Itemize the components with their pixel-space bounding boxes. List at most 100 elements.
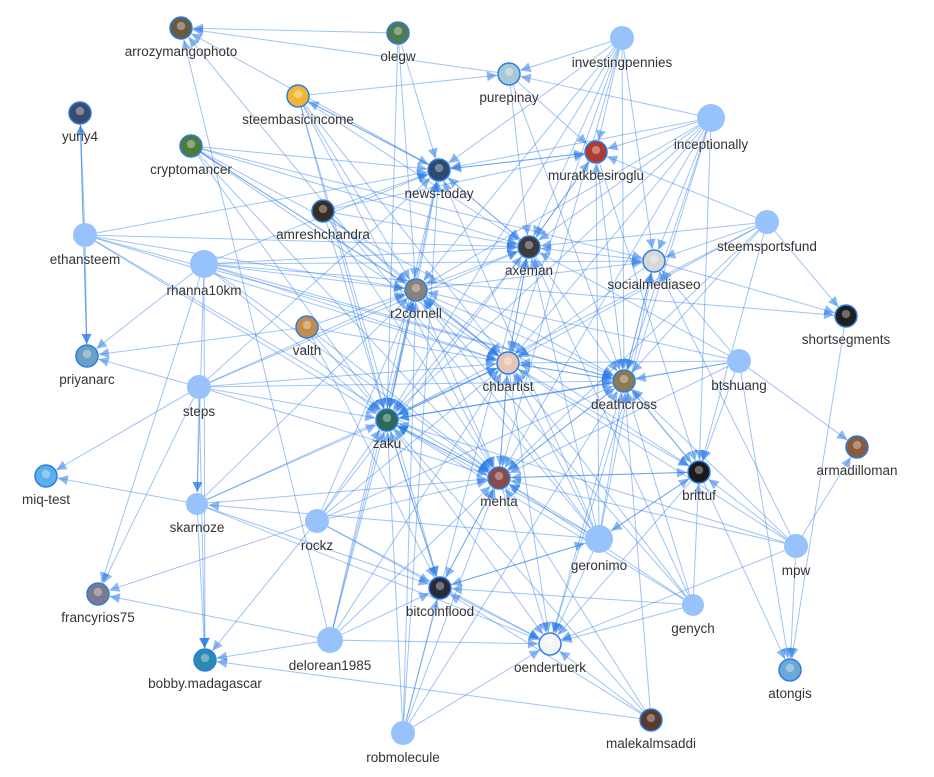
edge-olegw-to-r2cornell	[398, 43, 420, 279]
node-oendertuerk[interactable]	[538, 632, 562, 656]
avatar-image[interactable]	[642, 249, 666, 273]
node-r2cornell[interactable]	[404, 278, 428, 302]
avatar-image[interactable]	[538, 632, 562, 656]
node-circle[interactable]	[755, 210, 779, 234]
node-delorean1985[interactable]	[317, 627, 343, 653]
avatar-image[interactable]	[517, 235, 541, 259]
node-chbartist[interactable]	[496, 351, 520, 375]
avatar-image[interactable]	[375, 408, 399, 432]
avatar-image[interactable]	[427, 158, 451, 182]
avatar-image[interactable]	[487, 466, 511, 490]
avatar-image[interactable]	[584, 140, 608, 164]
avatar-image[interactable]	[286, 84, 310, 108]
avatar-image[interactable]	[496, 351, 520, 375]
edge-delorean1985-to-francyrios75	[109, 593, 318, 638]
edge-geronimo-to-skarnoze	[208, 500, 586, 539]
node-circle[interactable]	[73, 223, 97, 247]
node-shortsegments[interactable]	[834, 304, 858, 328]
node-deathcross[interactable]	[612, 369, 636, 393]
edge-genych-to-deathcross	[625, 392, 691, 595]
avatar-image[interactable]	[34, 464, 58, 488]
edge-genych-to-oendertuerk	[561, 607, 683, 644]
edge-malekalmsaddi-to-deathcross	[620, 392, 651, 710]
avatar-image[interactable]	[75, 344, 99, 368]
node-mpw[interactable]	[784, 534, 808, 558]
node-purepinay[interactable]	[497, 62, 521, 86]
avatar-image[interactable]	[86, 582, 110, 606]
avatar-image[interactable]	[179, 134, 203, 158]
node-miq-test[interactable]	[34, 464, 58, 488]
edge-steembasicincome-to-chbartist	[304, 104, 501, 354]
edge-steemsportsfund-to-deathcross	[631, 230, 760, 373]
edge-amreshchandra-to-zaku	[325, 221, 386, 409]
edge-ethansteem-to-news-today	[96, 169, 428, 234]
node-circle[interactable]	[305, 509, 329, 533]
node-genych[interactable]	[682, 594, 704, 616]
node-rhanna10km[interactable]	[190, 250, 218, 278]
node-circle[interactable]	[682, 594, 704, 616]
node-mehta[interactable]	[487, 466, 511, 490]
node-circle[interactable]	[186, 493, 208, 515]
avatar-image[interactable]	[639, 708, 663, 732]
node-steemsportsfund[interactable]	[755, 210, 779, 234]
avatar-image[interactable]	[169, 16, 193, 40]
edge-genych-to-zaku	[397, 425, 684, 600]
node-steembasicincome[interactable]	[286, 84, 310, 108]
node-cryptomancer[interactable]	[179, 134, 203, 158]
node-olegw[interactable]	[386, 21, 410, 45]
node-btshuang[interactable]	[727, 349, 751, 373]
node-armadilloman[interactable]	[845, 435, 869, 459]
node-circle[interactable]	[585, 525, 613, 553]
node-brittuf[interactable]	[687, 460, 711, 484]
node-circle[interactable]	[187, 375, 211, 399]
node-francyrios75[interactable]	[86, 582, 110, 606]
node-yuriy4[interactable]	[68, 101, 92, 125]
node-rockz[interactable]	[305, 509, 329, 533]
node-inceptionally[interactable]	[697, 104, 725, 132]
avatar-image[interactable]	[845, 435, 869, 459]
avatar-head-icon	[318, 204, 328, 214]
node-amreshchandra[interactable]	[311, 199, 335, 223]
node-circle[interactable]	[317, 627, 343, 653]
node-priyanarc[interactable]	[75, 344, 99, 368]
node-news-today[interactable]	[427, 158, 451, 182]
node-muratkbesiroglu[interactable]	[584, 140, 608, 164]
node-skarnoze[interactable]	[186, 493, 208, 515]
node-bitcoinflood[interactable]	[428, 576, 452, 600]
node-steps[interactable]	[187, 375, 211, 399]
node-ethansteem[interactable]	[73, 223, 97, 247]
node-circle[interactable]	[391, 721, 415, 745]
avatar-image[interactable]	[295, 315, 319, 339]
avatar-image[interactable]	[311, 199, 335, 223]
edge-steps-to-francyrios75	[102, 397, 195, 584]
node-circle[interactable]	[697, 104, 725, 132]
node-circle[interactable]	[727, 349, 751, 373]
node-geronimo[interactable]	[585, 525, 613, 553]
avatar-image[interactable]	[193, 648, 217, 672]
node-robmolecule[interactable]	[391, 721, 415, 745]
avatar-image[interactable]	[68, 101, 92, 125]
node-atongis[interactable]	[778, 658, 802, 682]
avatar-image[interactable]	[386, 21, 410, 45]
node-malekalmsaddi[interactable]	[639, 708, 663, 732]
edge-socialmediaseo-to-shortsegments	[664, 263, 835, 315]
avatar-image[interactable]	[428, 576, 452, 600]
avatar-image[interactable]	[404, 278, 428, 302]
avatar-image[interactable]	[687, 460, 711, 484]
node-zaku[interactable]	[375, 408, 399, 432]
avatar-image[interactable]	[497, 62, 521, 86]
node-socialmediaseo[interactable]	[642, 249, 666, 273]
node-circle[interactable]	[784, 534, 808, 558]
node-investingpennies[interactable]	[610, 26, 634, 50]
node-bobby.madagascar[interactable]	[193, 648, 217, 672]
node-circle[interactable]	[610, 26, 634, 50]
edge-steembasicincome-to-zaku	[300, 106, 386, 409]
node-arrozymangophoto[interactable]	[169, 16, 193, 40]
avatar-image[interactable]	[612, 369, 636, 393]
node-circle[interactable]	[190, 250, 218, 278]
node-axeman[interactable]	[517, 235, 541, 259]
avatar-image[interactable]	[778, 658, 802, 682]
avatar-image[interactable]	[834, 304, 858, 328]
node-valth[interactable]	[295, 315, 319, 339]
